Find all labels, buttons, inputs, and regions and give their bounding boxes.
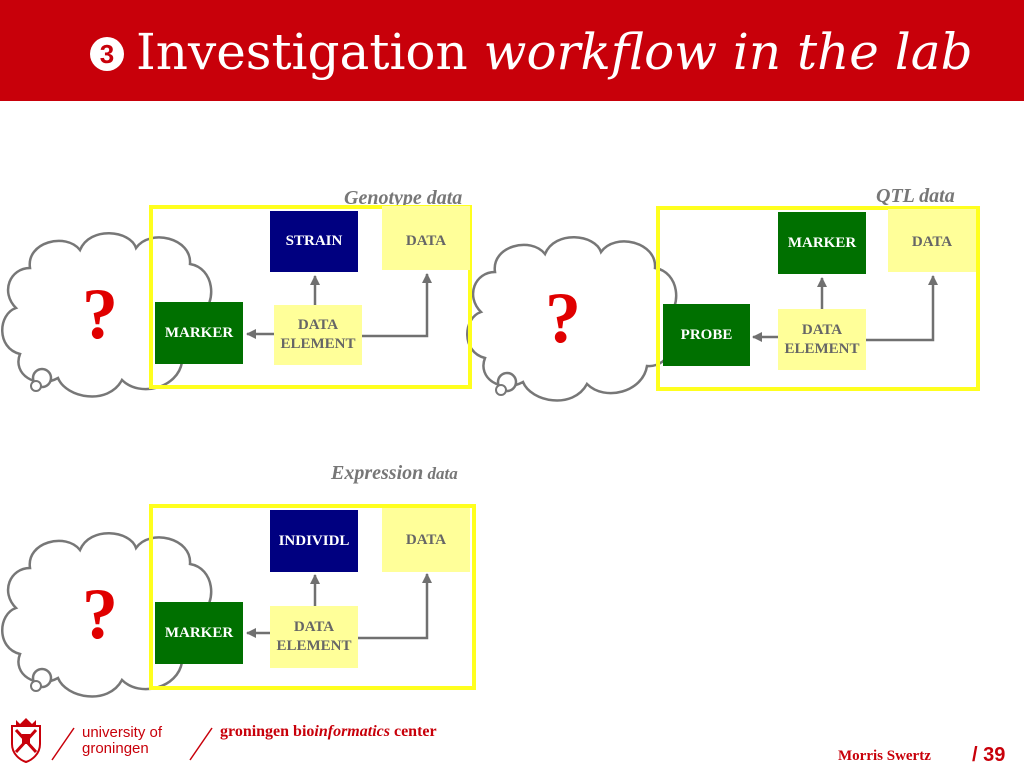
expression-label-rest: data xyxy=(423,464,458,483)
author-name: Morris Swertz xyxy=(838,748,931,764)
expression-marker-node: MARKER xyxy=(155,602,243,664)
qtl-data-element-node: DATA ELEMENT xyxy=(778,309,866,370)
genotype-data-element-node: DATA ELEMENT xyxy=(274,305,362,365)
qtl-data-node: DATA xyxy=(888,209,976,272)
genotype-label: Genotype data xyxy=(344,187,463,209)
title-bar: 3 Investigation workflow in the lab xyxy=(0,0,1024,101)
expression-box xyxy=(149,504,476,690)
qtl-question-mark: ? xyxy=(545,278,581,358)
qtl-label: QTL data xyxy=(876,185,955,207)
genotype-marker-node: MARKER xyxy=(155,302,243,364)
university-crest-icon xyxy=(11,718,41,764)
slide-title: 3 Investigation workflow in the lab xyxy=(90,22,973,82)
genotype-question-mark: ? xyxy=(82,274,118,354)
university-line2: groningen xyxy=(82,740,149,757)
genotype-box xyxy=(149,205,472,389)
title-italic: workflow in the lab xyxy=(483,23,973,81)
qtl-marker-node: MARKER xyxy=(778,212,866,274)
university-line1: university of xyxy=(82,724,163,741)
strain-node: STRAIN xyxy=(270,211,358,272)
center-italic: informatics xyxy=(314,723,390,740)
cloud-icon xyxy=(466,236,678,402)
center-name: groningen bioinformatics center xyxy=(220,723,437,741)
center-suffix: center xyxy=(389,723,437,740)
expression-data-element-node: DATA ELEMENT xyxy=(270,606,358,668)
qtl-box xyxy=(656,206,980,391)
number-badge: 3 xyxy=(90,37,124,71)
title-plain: Investigation xyxy=(136,23,468,81)
probe-node: PROBE xyxy=(663,304,750,366)
individl-node: INDIVIDL xyxy=(270,510,358,572)
expression-label: Expression data xyxy=(331,462,458,485)
center-prefix: groningen bio xyxy=(220,723,315,740)
expression-data-node: DATA xyxy=(382,508,470,572)
university-wordmark: university of groningen xyxy=(82,725,162,757)
footer-slash xyxy=(189,727,213,761)
expression-label-bold: Expression xyxy=(331,462,424,484)
expression-question-mark: ? xyxy=(82,574,118,654)
footer-slash xyxy=(51,727,75,761)
page-number: / 39 xyxy=(972,744,1006,766)
genotype-data-node: DATA xyxy=(382,206,470,270)
